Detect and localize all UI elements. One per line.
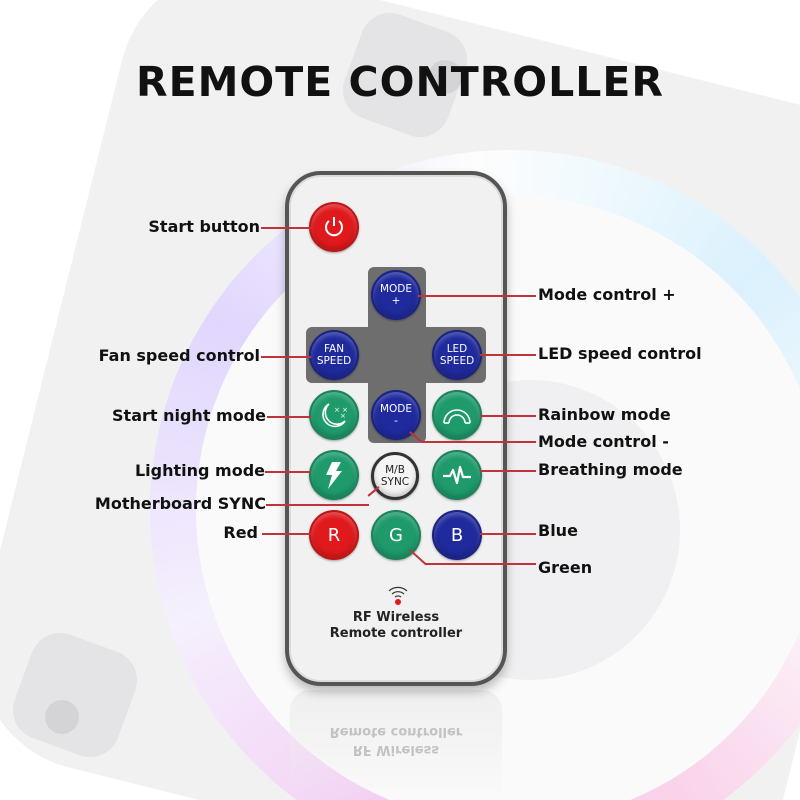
label-start-night-mode: Start night mode xyxy=(112,406,266,425)
leader-line xyxy=(418,295,536,297)
heartbeat-icon xyxy=(443,465,471,485)
label-green: Green xyxy=(538,558,593,577)
leader-line xyxy=(426,563,536,565)
led-speed-label-2: SPEED xyxy=(439,355,475,367)
mode-minus-sign: - xyxy=(394,415,398,427)
motherboard-sync-button[interactable]: M/B SYNC xyxy=(371,452,419,500)
page-title: REMOTE CONTROLLER xyxy=(136,58,664,106)
wireless-signal-icon xyxy=(388,586,408,605)
leader-line xyxy=(480,470,536,472)
breathing-mode-button[interactable] xyxy=(432,450,482,500)
label-led-speed-control: LED speed control xyxy=(538,344,702,363)
power-button[interactable] xyxy=(309,202,359,252)
fan-speed-label-2: SPEED xyxy=(316,355,352,367)
led-speed-button[interactable]: LED SPEED xyxy=(432,330,482,380)
label-red: Red xyxy=(223,523,258,542)
leader-line xyxy=(422,441,536,443)
mode-minus-label: MODE xyxy=(379,403,413,415)
sync-label-1: M/B xyxy=(385,464,405,476)
label-lighting-mode: Lighting mode xyxy=(134,461,265,480)
label-rainbow-mode: Rainbow mode xyxy=(538,405,671,424)
label-blue: Blue xyxy=(538,521,578,540)
blue-button-label: B xyxy=(450,524,464,546)
lighting-mode-button[interactable] xyxy=(309,450,359,500)
label-start-button: Start button xyxy=(148,217,260,236)
rf-footer: RF Wireless Remote controller xyxy=(289,610,503,642)
leader-line xyxy=(480,354,536,356)
leader-line xyxy=(480,533,536,535)
label-mode-control-minus: Mode control - xyxy=(538,432,669,451)
fan-screw-hole xyxy=(428,60,462,94)
mode-plus-button[interactable]: MODE + xyxy=(371,270,421,320)
lightning-icon xyxy=(326,462,342,489)
mode-plus-label: MODE xyxy=(379,283,413,295)
night-mode-button[interactable]: × × × xyxy=(309,390,359,440)
led-speed-label-1: LED xyxy=(446,343,468,355)
red-button-label: R xyxy=(327,524,341,546)
svg-text:×: × xyxy=(340,412,346,420)
red-button[interactable]: R xyxy=(309,510,359,560)
label-fan-speed-control: Fan speed control xyxy=(98,346,260,365)
power-icon xyxy=(325,217,343,237)
fan-screw-hole xyxy=(45,700,79,734)
leader-line xyxy=(480,415,536,417)
leader-line xyxy=(266,504,369,506)
leader-line xyxy=(261,356,311,358)
rainbow-mode-button[interactable] xyxy=(432,390,482,440)
rf-line-2: Remote controller xyxy=(329,626,463,641)
moon-icon: × × × xyxy=(322,403,348,428)
leader-line xyxy=(267,416,311,418)
label-breathing-mode: Breathing mode xyxy=(538,460,683,479)
blue-button[interactable]: B xyxy=(432,510,482,560)
label-motherboard-sync: Motherboard SYNC xyxy=(94,494,266,513)
svg-text:× ×: × × xyxy=(334,406,348,414)
label-mode-control-plus: Mode control + xyxy=(538,285,676,304)
leader-line xyxy=(265,471,311,473)
leader-line xyxy=(261,227,311,229)
mode-plus-sign: + xyxy=(391,295,401,307)
rainbow-icon xyxy=(443,409,471,424)
fan-speed-label-1: FAN xyxy=(323,343,345,355)
rf-line-1: RF Wireless xyxy=(352,610,440,625)
reflection-text: Remote controller xyxy=(329,724,463,739)
remote-reflection: Remote controller RF Wireless xyxy=(290,690,502,800)
mode-minus-button[interactable]: MODE - xyxy=(371,390,421,440)
reflection-text: RF Wireless xyxy=(352,742,440,757)
fan-speed-button[interactable]: FAN SPEED xyxy=(309,330,359,380)
green-button-label: G xyxy=(389,524,403,546)
leader-line xyxy=(262,533,311,535)
sync-label-2: SYNC xyxy=(380,476,410,488)
